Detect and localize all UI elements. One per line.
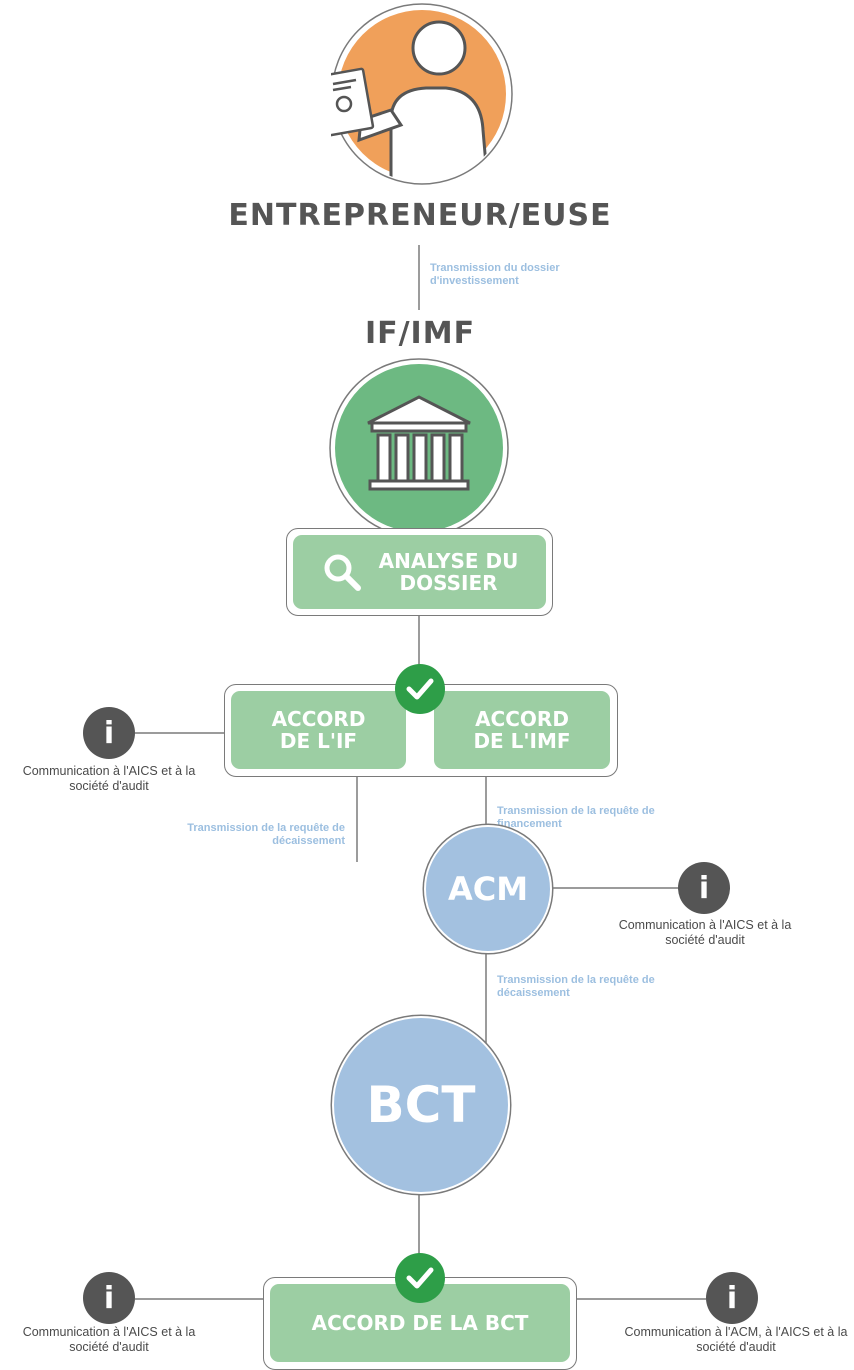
info-icon: i xyxy=(678,862,730,914)
transmission-dossier-note: Transmission du dossier d'investissement xyxy=(430,262,560,287)
accord-bct-box: ACCORD DE LA BCT xyxy=(270,1284,570,1362)
role-title: ENTREPRENEUR/EUSE xyxy=(228,198,612,233)
institution-circle xyxy=(328,357,510,539)
requete-financement-note: Transmission de la requête de financemen… xyxy=(497,805,655,830)
analyse-box: ANALYSE DU DOSSIER xyxy=(293,535,546,609)
bct-node: BCT xyxy=(332,1016,510,1194)
accord-imf-label: ACCORD DE L'IMF xyxy=(473,707,571,753)
accord-if-label: ACCORD DE L'IF xyxy=(271,707,366,753)
analyse-label: ANALYSE DU DOSSIER xyxy=(378,549,519,595)
info-icon: i xyxy=(83,1272,135,1324)
accord-if-box: ACCORD DE L'IF xyxy=(231,691,406,769)
accord-imf-box: ACCORD DE L'IMF xyxy=(434,691,610,769)
communication-if: Communication à l'AICS et à la société d… xyxy=(22,764,196,793)
bct-label: BCT xyxy=(366,1076,476,1134)
check-icon xyxy=(395,664,445,714)
acm-node: ACM xyxy=(424,825,552,953)
search-icon xyxy=(324,554,361,591)
accord-bct-label: ACCORD DE LA BCT xyxy=(311,1311,529,1335)
bank-icon xyxy=(367,395,471,491)
info-icon: i xyxy=(706,1272,758,1324)
info-icon: i xyxy=(83,707,135,759)
institution-title: IF/IMF xyxy=(364,316,476,351)
requete-decaissement-right-note: Transmission de la requête de décaisseme… xyxy=(497,974,655,999)
acm-label: ACM xyxy=(447,870,529,908)
communication-acm: Communication à l'AICS et à la société d… xyxy=(618,918,792,947)
entrepreneur-avatar xyxy=(317,0,514,192)
check-icon xyxy=(395,1253,445,1303)
requete-decaissement-left-note: Transmission de la requête de décaisseme… xyxy=(187,822,345,847)
communication-bct-right: Communication à l'ACM, à l'AICS et à la … xyxy=(624,1325,848,1354)
communication-bct-left: Communication à l'AICS et à la société d… xyxy=(22,1325,196,1354)
